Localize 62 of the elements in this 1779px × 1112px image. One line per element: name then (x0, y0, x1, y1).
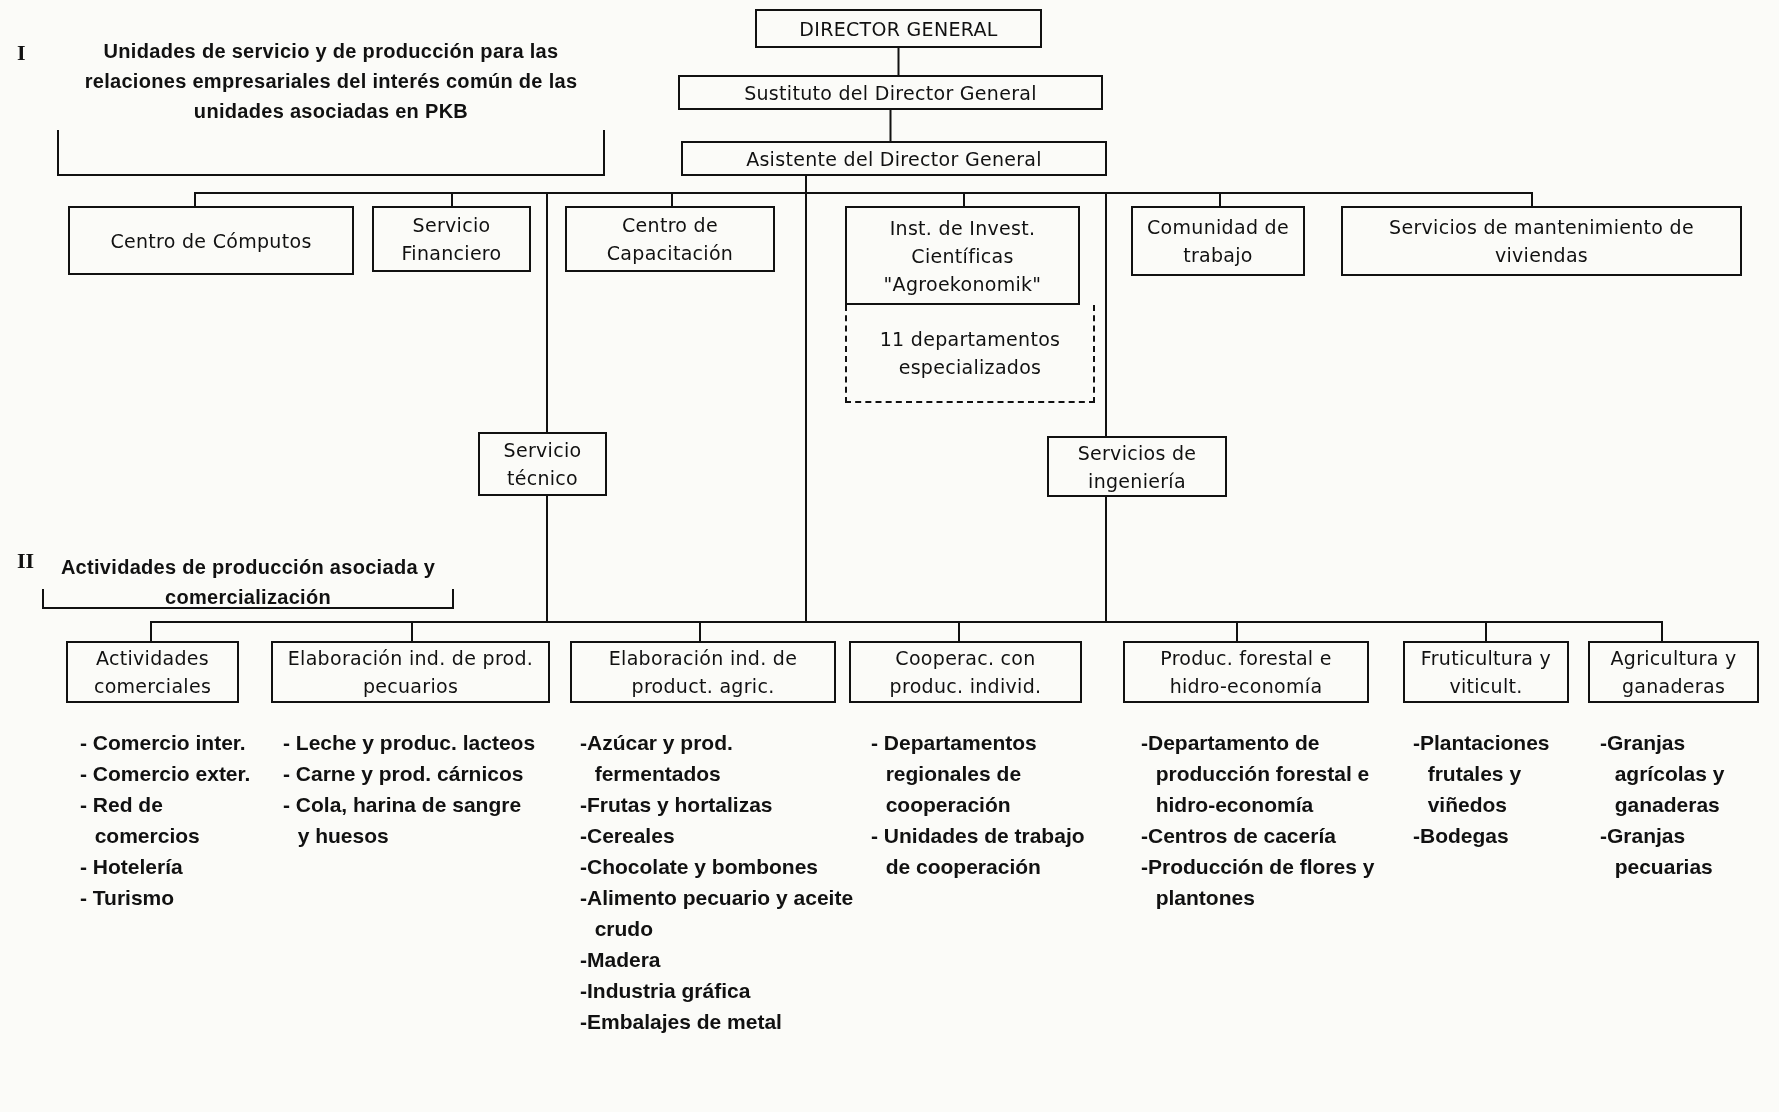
org-box (755, 9, 1042, 48)
org-box (372, 206, 531, 272)
list-item: - Departamentos regionales de cooperación (871, 730, 1038, 818)
org-box (1341, 206, 1742, 276)
box-label: Comunidad de trabajo (1146, 215, 1290, 268)
org-box (681, 141, 1107, 176)
list-item: - Red de comercios (80, 792, 201, 849)
list-item: -Granjas pecuarias (1600, 823, 1714, 880)
box-label: Actividades de producción asociada y comercialización (59, 555, 437, 610)
box-label: Centro de Cómputos (110, 228, 312, 254)
list-item: -Embalajes de metal (580, 1009, 782, 1035)
box-label: Servicio Financiero (400, 213, 503, 266)
org-box (478, 432, 607, 496)
org-box (845, 206, 1080, 305)
list-item: -Cereales (580, 823, 676, 849)
box-label: Agricultura y ganaderas (1609, 646, 1738, 699)
connector-line (897, 47, 900, 76)
box-label: Actividades comerciales (92, 646, 213, 699)
dashed-box (845, 305, 1095, 403)
org-box (1047, 436, 1227, 497)
section-number: I (17, 40, 26, 66)
box-label: Elaboración ind. de product. agric. (607, 646, 799, 699)
list-item: - Comercio inter. (80, 730, 246, 756)
list-item: - Unidades de trabajo de cooperación (871, 823, 1086, 880)
org-box (678, 75, 1103, 110)
org-box (565, 206, 775, 272)
list-item: - Cola, harina de sangre y huesos (283, 792, 523, 849)
list-item: - Comercio exter. (80, 761, 251, 787)
box-label: Servicio técnico (502, 438, 583, 491)
box-label: Asistente del Director General (746, 146, 1042, 172)
list-item: -Bodegas (1413, 823, 1510, 849)
list-item: -Frutas y hortalizas (580, 792, 773, 818)
box-label: Elaboración ind. de prod. pecuarios (286, 646, 535, 699)
list-item: -Alimento pecuario y aceite crudo (580, 885, 855, 942)
org-box (68, 206, 354, 275)
list-item: -Granjas agrícolas y ganaderas (1600, 730, 1726, 818)
org-box (1131, 206, 1305, 276)
list-item: - Turismo (80, 885, 176, 911)
connector-line (889, 109, 892, 142)
box-label: Sustituto del Director General (744, 80, 1037, 106)
box-label: Servicios de mantenimiento de viviendas (1388, 215, 1695, 268)
list-item: - Carne y prod. cárnicos (283, 761, 524, 787)
list-item: -Industria gráfica (580, 978, 751, 1004)
box-label: Centro de Capacitación (605, 213, 735, 266)
list-item: -Plantaciones frutales y viñedos (1413, 730, 1551, 818)
box-label: Cooperac. con produc. individ. (888, 646, 1043, 699)
list-item: - Hotelería (80, 854, 184, 880)
box-label: Fruticultura y viticult. (1419, 646, 1553, 699)
list-item: -Azúcar y prod. fermentados (580, 730, 734, 787)
list-item: -Centros de cacería (1141, 823, 1336, 849)
list-item: -Producción de flores y plantones (1141, 854, 1376, 911)
list-item: -Departamento de producción forestal e hidro-economía (1141, 730, 1371, 818)
box-label: DIRECTOR GENERAL (799, 16, 998, 42)
box-label: Inst. de Invest. Científicas "Agroekonomik" (882, 215, 1043, 297)
box-label: Servicios de ingeniería (1076, 440, 1198, 494)
list-item: -Madera (580, 947, 662, 973)
box-label: 11 departamentos especializados (878, 327, 1062, 380)
list-item: -Chocolate y bombones (580, 854, 819, 880)
box-label: Unidades de servicio y de producción para las relaciones empresariales del interés común de las unidades asociadas en PKB (83, 39, 579, 124)
box-label: Produc. forestal e hidro-economía (1159, 646, 1333, 699)
list-item: - Leche y produc. lacteos (283, 730, 536, 756)
section-number: II (17, 548, 35, 574)
